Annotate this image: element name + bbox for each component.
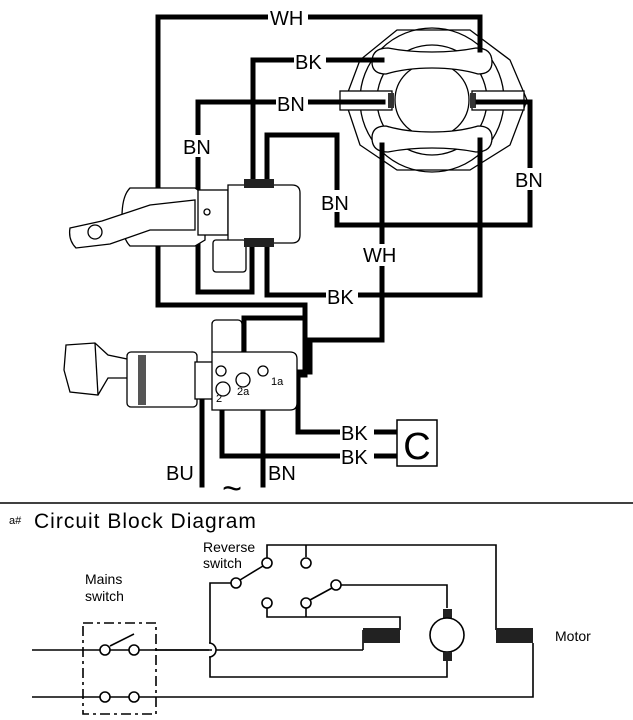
label-bn-upper: BN <box>277 94 305 116</box>
field-lobe-top <box>371 47 493 75</box>
switch-terminal-1a <box>257 365 269 377</box>
rev-contact-2 <box>300 557 312 569</box>
mains-switch-label-2: switch <box>85 588 124 604</box>
label-bk-upper: BK <box>295 52 322 74</box>
ac-symbol: ~ <box>222 470 242 508</box>
capacitor-label: C <box>403 426 430 468</box>
mains-switch-box <box>82 622 157 715</box>
motor-brush-bottom <box>443 652 452 661</box>
reverse-switch-label-2: switch <box>203 555 242 571</box>
wire-to-motor-top <box>341 584 448 608</box>
wire-trigger-top <box>241 315 308 363</box>
field-winding-right <box>496 628 533 643</box>
capacitor: C <box>396 419 438 468</box>
trigger-barrel <box>126 351 198 408</box>
wire-wh-top <box>155 14 483 308</box>
section-marker: a# <box>9 515 22 527</box>
mains-switch-label-1: Mains <box>85 571 122 587</box>
wire-to-field-left <box>266 608 401 630</box>
circuit-block-diagram: Mains switch Reverse switch <box>32 539 591 715</box>
mains-switch-contact-1 <box>99 644 111 656</box>
motor-armature <box>429 617 465 653</box>
trigger-grip-ridges <box>138 355 146 405</box>
rev-blade-1 <box>239 565 264 581</box>
label-cap-bk-1: BK <box>341 423 368 445</box>
rev-contact-3 <box>230 577 242 589</box>
block-diagram-title: Circuit Block Diagram <box>34 510 257 533</box>
switch-body <box>211 351 298 411</box>
trigger-knob <box>63 342 133 396</box>
motor-stator <box>339 27 528 173</box>
rev-contact-1 <box>261 557 273 569</box>
lever-hole <box>87 224 103 240</box>
capacitor-box <box>396 419 438 467</box>
brush-right <box>470 93 476 108</box>
wire-bk-upper <box>250 57 385 183</box>
label-bk-lower: BK <box>327 287 354 309</box>
label-bn-left: BN <box>183 137 211 159</box>
rev-contact-6 <box>330 579 342 591</box>
field-lobe-bottom <box>371 125 493 153</box>
module-body <box>227 184 301 244</box>
motor-label: Motor <box>555 628 591 644</box>
mains-switch-blade <box>109 633 135 647</box>
motor-brush-top <box>443 609 452 618</box>
armature <box>394 62 470 138</box>
field-winding-left <box>363 628 400 643</box>
label-cap-bk-2: BK <box>341 447 368 469</box>
trigger-top-block <box>211 319 243 356</box>
speed-control-module <box>68 179 301 273</box>
trigger-switch: 2a 1a 2 <box>63 319 298 411</box>
wire-bn-mid-right <box>264 99 533 228</box>
rev-contact-5 <box>300 597 312 609</box>
wire-motor-bottom <box>209 657 448 678</box>
svg-text:1a: 1a <box>271 376 284 388</box>
mains-switch-contact-3 <box>99 691 111 703</box>
label-bn-right: BN <box>515 170 543 192</box>
reverse-switch-label-1: Reverse <box>203 539 255 555</box>
label-bn-mid: BN <box>321 193 349 215</box>
label-wh-center: WH <box>363 245 396 267</box>
wire-bk-lower <box>264 137 483 298</box>
switch-terminal-2a <box>235 372 251 388</box>
switch-terminal-1 <box>215 365 227 377</box>
wire-labels: WH BK BN BN BN BN WH BK BK BK BU BN ~ <box>166 6 548 508</box>
label-wh-top: WH <box>270 8 303 30</box>
module-terminals-bottom <box>244 238 274 247</box>
module-neck <box>197 189 229 236</box>
brush-left <box>388 93 394 108</box>
module-terminals-top <box>244 179 274 188</box>
svg-text:2: 2 <box>216 393 222 405</box>
switch-terminal-2 <box>215 381 231 397</box>
label-mains-bn: BN <box>268 463 296 485</box>
module-capacitor-block <box>212 239 247 273</box>
mains-switch-contact-2 <box>128 644 140 656</box>
wire-field-right-bottom <box>520 643 534 698</box>
rev-blade-2 <box>309 587 333 601</box>
rev-contact-4 <box>261 597 273 609</box>
wire-cap-bk-2 <box>219 387 343 459</box>
wire-top-to-field <box>266 544 497 630</box>
label-mains-bu: BU <box>166 463 194 485</box>
svg-text:2a: 2a <box>237 386 250 398</box>
mains-switch-contact-4 <box>128 691 140 703</box>
